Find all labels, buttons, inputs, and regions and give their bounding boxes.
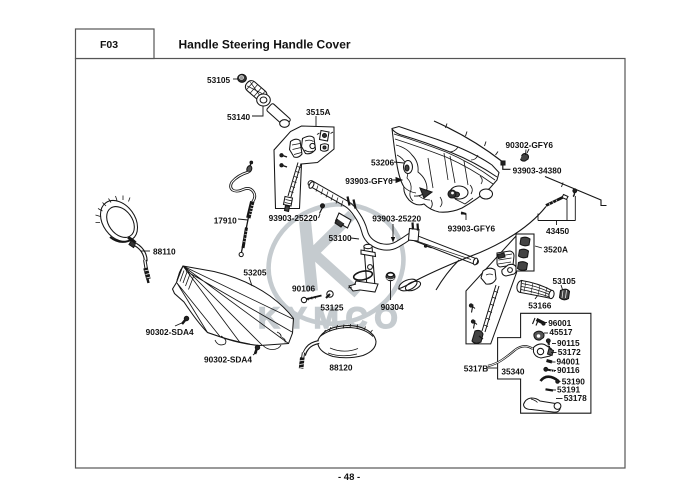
svg-text:F03: F03 (100, 39, 118, 51)
svg-text:53166: 53166 (528, 301, 551, 311)
svg-text:53100: 53100 (329, 233, 352, 243)
svg-text:43450: 43450 (546, 226, 569, 236)
svg-text:Handle Steering Handle Cover: Handle Steering Handle Cover (179, 38, 351, 52)
svg-text:90302-SDA4: 90302-SDA4 (204, 355, 252, 365)
svg-text:53125: 53125 (320, 303, 343, 313)
svg-text:93903-25220: 93903-25220 (269, 213, 318, 223)
svg-text:53190: 53190 (562, 377, 585, 387)
svg-text:53205: 53205 (243, 268, 266, 278)
svg-text:53178: 53178 (564, 393, 587, 403)
svg-text:93903-25220: 93903-25220 (372, 214, 421, 224)
svg-text:- 48 -: - 48 - (338, 472, 360, 483)
svg-text:90115: 90115 (557, 338, 580, 348)
svg-text:53105: 53105 (207, 75, 230, 85)
svg-text:90304: 90304 (381, 302, 404, 312)
svg-text:93903-GFY6: 93903-GFY6 (448, 224, 496, 234)
svg-text:5317B: 5317B (464, 364, 488, 374)
svg-text:90302-GFY6: 90302-GFY6 (506, 140, 554, 150)
svg-text:88110: 88110 (153, 247, 176, 257)
svg-text:53140: 53140 (227, 112, 250, 122)
svg-text:53206: 53206 (371, 158, 394, 168)
svg-text:3520A: 3520A (544, 245, 568, 255)
svg-text:90302-SDA4: 90302-SDA4 (146, 327, 194, 337)
svg-text:17910: 17910 (214, 216, 237, 226)
svg-text:90116: 90116 (557, 365, 580, 375)
svg-text:3515A: 3515A (306, 107, 330, 117)
svg-text:94001: 94001 (557, 357, 580, 367)
svg-text:96001: 96001 (548, 318, 571, 328)
svg-text:93903-GFY6: 93903-GFY6 (345, 176, 393, 186)
svg-text:53105: 53105 (553, 276, 576, 286)
svg-text:35340: 35340 (501, 367, 524, 377)
svg-text:53191: 53191 (557, 385, 580, 395)
svg-text:93903-34380: 93903-34380 (513, 166, 562, 176)
svg-text:53172: 53172 (558, 347, 581, 357)
svg-text:88120: 88120 (329, 363, 352, 373)
svg-text:45517: 45517 (549, 327, 572, 337)
svg-text:90106: 90106 (292, 284, 315, 294)
